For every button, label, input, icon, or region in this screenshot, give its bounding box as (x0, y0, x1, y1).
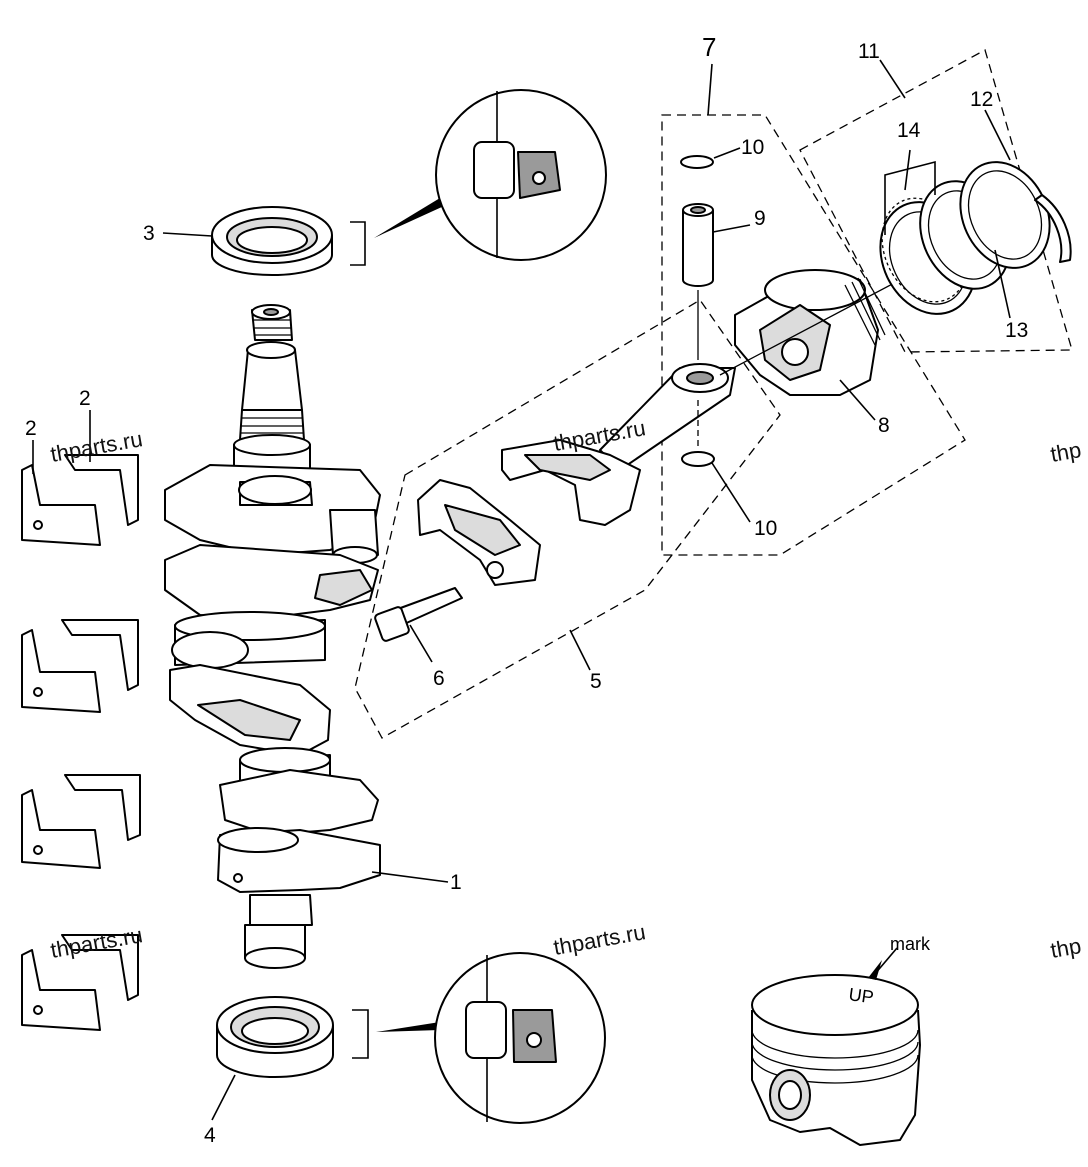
piston-rings (879, 161, 1072, 315)
callout-10-top: 10 (741, 136, 764, 159)
callout-14: 14 (897, 119, 921, 142)
lower-pin-clip (681, 451, 715, 467)
watermark: thparts.ru (552, 919, 648, 960)
watermark: thp (1049, 933, 1083, 963)
callout-labels: 1 2 2 3 4 5 6 7 8 9 10 10 11 12 13 14 (25, 32, 1028, 1147)
callout-7: 7 (702, 32, 716, 62)
main-bearing-halves (21, 454, 141, 1031)
upper-seal-detail (350, 89, 607, 266)
connecting-rod (417, 363, 736, 586)
callout-2-left: 2 (25, 417, 37, 440)
piston-orientation-view: UP mark (751, 934, 931, 1146)
piston-group-outline-7 (661, 114, 966, 556)
callout-5: 5 (590, 670, 602, 693)
callout-9: 9 (754, 207, 766, 230)
bearing-pair-1 (21, 454, 139, 546)
piston-up-stamp: UP (847, 984, 875, 1007)
mark-label: mark (890, 934, 931, 954)
callout-3: 3 (143, 222, 155, 245)
lower-seal-detail (352, 952, 606, 1124)
callout-1: 1 (450, 871, 462, 894)
callout-10-bottom: 10 (754, 517, 777, 540)
piston (719, 269, 901, 396)
crankshaft (164, 304, 381, 969)
rod-bolt (374, 587, 463, 642)
upper-pin-clip (680, 155, 714, 169)
callout-2-right: 2 (79, 387, 91, 410)
callout-13: 13 (1005, 319, 1028, 342)
bearing-pair-2 (21, 619, 139, 713)
watermark: thp (1049, 437, 1083, 467)
callout-11: 11 (858, 40, 880, 63)
callout-4: 4 (204, 1124, 216, 1147)
upper-oil-seal (211, 206, 333, 276)
ring-set-outline-11 (799, 49, 1073, 353)
callout-6: 6 (433, 667, 445, 690)
callout-12: 12 (970, 88, 993, 111)
piston-pin (682, 203, 714, 287)
lower-oil-seal (216, 996, 334, 1078)
callout-8: 8 (878, 414, 890, 437)
bearing-pair-3 (21, 774, 141, 869)
bearing-pair-4 (21, 934, 139, 1031)
group-outlines (354, 49, 1073, 739)
leader-lines (32, 59, 1011, 1121)
